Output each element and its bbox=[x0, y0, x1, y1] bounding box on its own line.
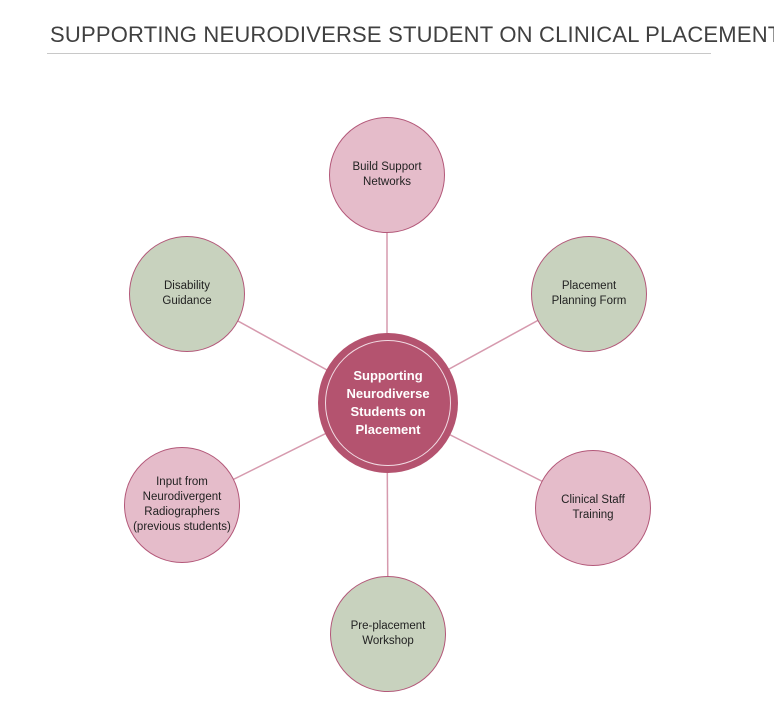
node-placement-planning-form[interactable]: Placement Planning Form bbox=[531, 236, 647, 352]
node-pre-placement-workshop[interactable]: Pre-placement Workshop bbox=[330, 576, 446, 692]
node-clinical-staff-training[interactable]: Clinical Staff Training bbox=[535, 450, 651, 566]
center-node[interactable]: Supporting Neurodiverse Students on Plac… bbox=[318, 333, 458, 473]
node-label: Disability Guidance bbox=[162, 280, 212, 307]
node-input-from-neurodivergent-radiographers[interactable]: Input from Neurodivergent Radiographers … bbox=[124, 447, 240, 563]
node-label: Build Support Networks bbox=[352, 161, 422, 188]
center-node-ring: Supporting Neurodiverse Students on Plac… bbox=[325, 340, 451, 466]
node-label: Clinical Staff Training bbox=[561, 494, 625, 521]
title-divider bbox=[47, 53, 711, 54]
node-label: Placement Planning Form bbox=[551, 280, 627, 307]
node-label: Input from Neurodivergent Radiographers … bbox=[133, 476, 231, 533]
center-node-label: Supporting Neurodiverse Students on Plac… bbox=[346, 368, 430, 437]
node-disability-guidance[interactable]: Disability Guidance bbox=[129, 236, 245, 352]
node-label: Pre-placement Workshop bbox=[350, 620, 426, 647]
page-title: SUPPORTING NEURODIVERSE STUDENT ON CLINI… bbox=[50, 22, 774, 47]
node-build-support-networks[interactable]: Build Support Networks bbox=[329, 117, 445, 233]
